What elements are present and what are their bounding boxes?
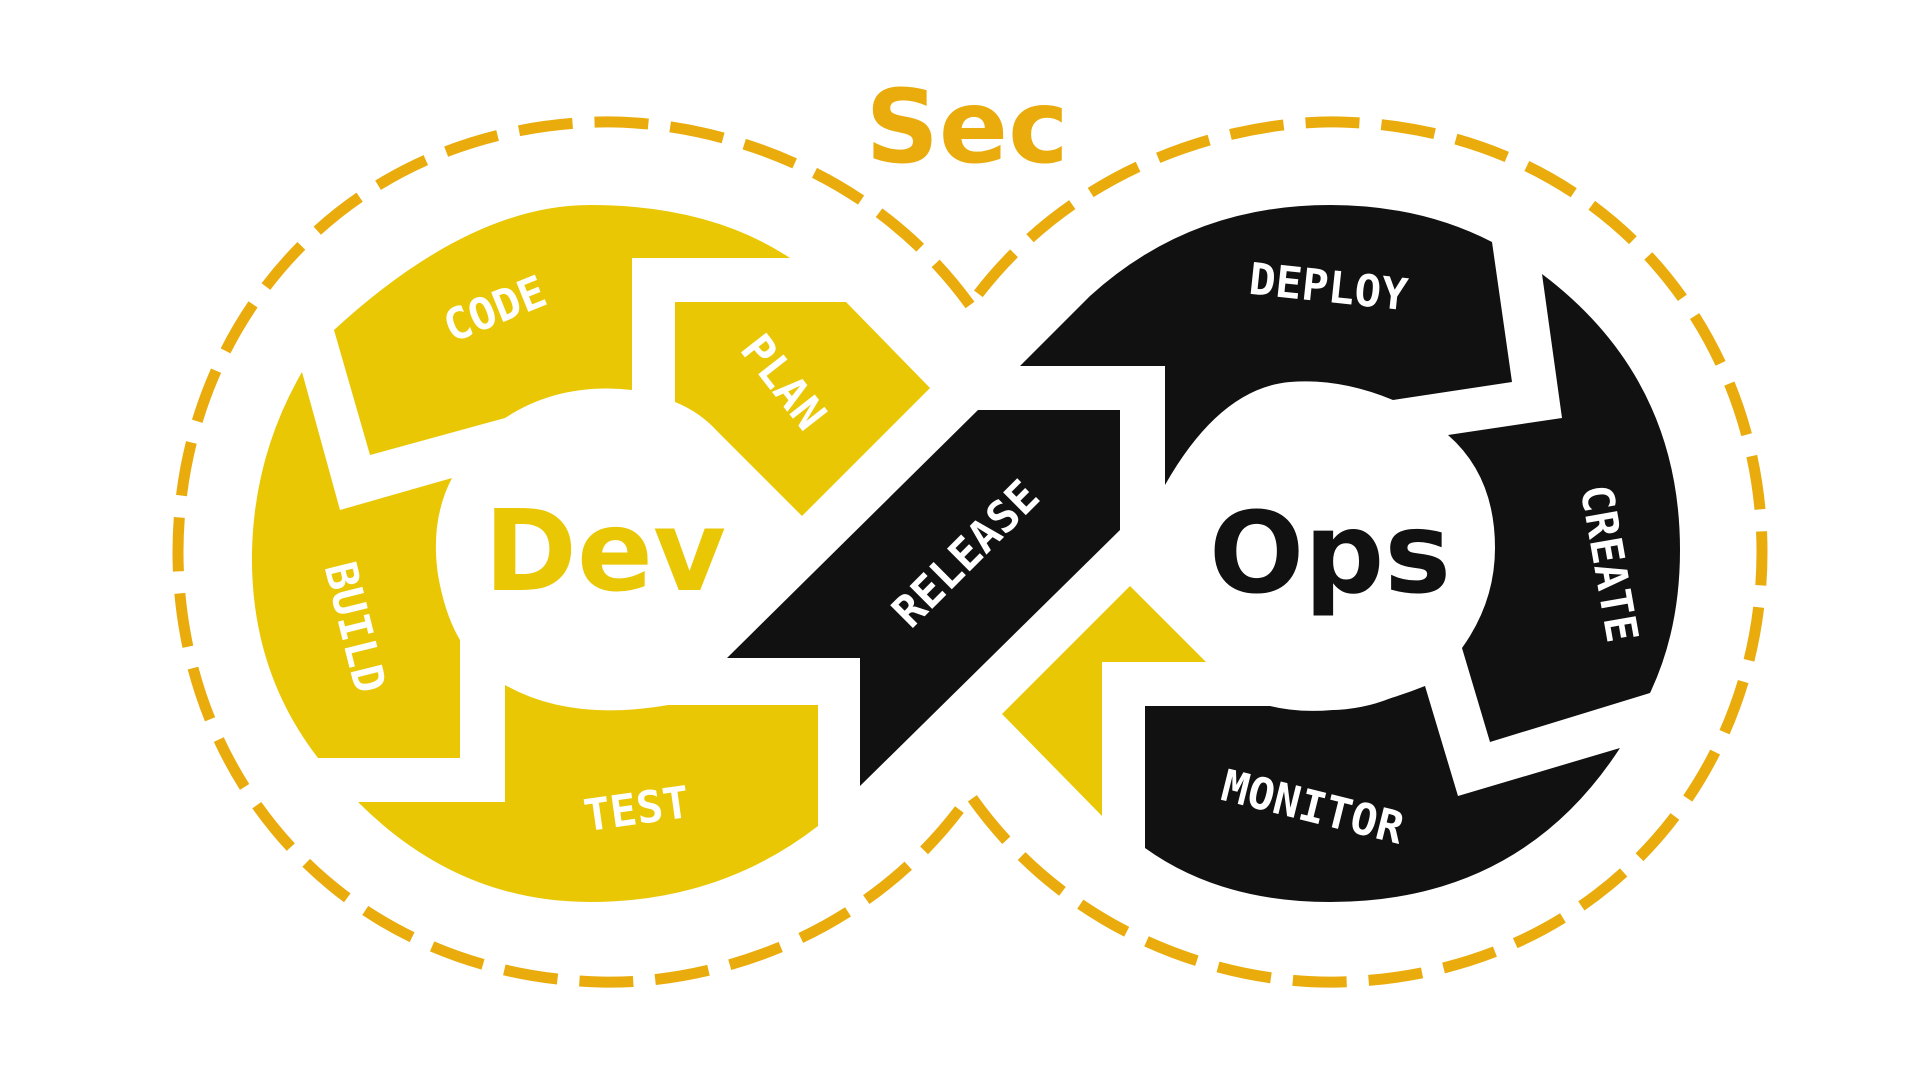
- ops-segment-release: [727, 410, 1120, 786]
- dev-segment-build: [251, 372, 460, 758]
- ops-center-circle: [1170, 390, 1490, 710]
- ops-center-label: Ops: [1209, 489, 1451, 619]
- dev-segment-return-arrow: [1002, 586, 1206, 816]
- dev-center-circle: [445, 402, 745, 702]
- dev-center-label: Dev: [484, 487, 726, 617]
- dev-segment-test: [358, 685, 818, 902]
- ops-segment-create: [1448, 274, 1680, 742]
- ops-segment-monitor: [1145, 686, 1620, 902]
- ops-segment-deploy: [1020, 205, 1512, 485]
- sec-title: Sec: [865, 68, 1068, 187]
- dev-segment-plan: [675, 302, 930, 516]
- ops-loop: [727, 205, 1680, 902]
- dev-loop: [251, 205, 930, 902]
- dev-segment-code: [334, 205, 790, 455]
- sec-dashed-loop: [172, 116, 1768, 988]
